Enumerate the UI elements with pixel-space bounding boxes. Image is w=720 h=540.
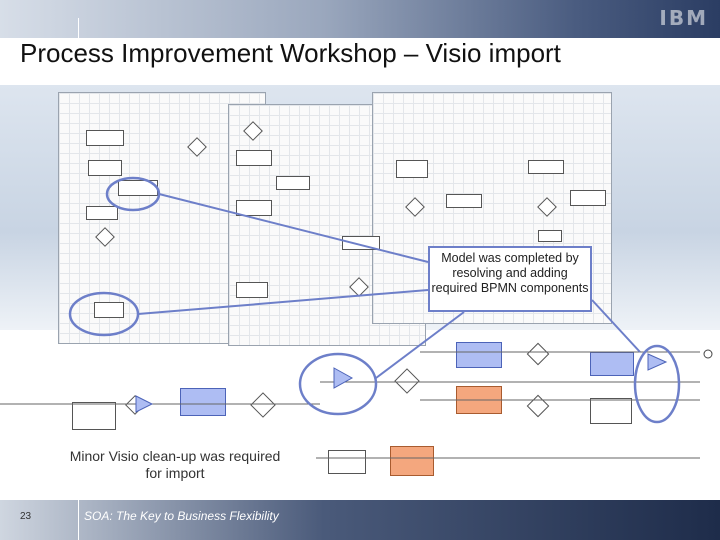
bpmn-event — [333, 367, 354, 389]
annotation-connector — [158, 193, 429, 263]
flow-box — [446, 194, 482, 208]
flow-box — [570, 190, 606, 206]
flow-box — [236, 200, 272, 216]
annotation-connector — [591, 299, 641, 353]
flow-box — [528, 160, 564, 174]
cleanup-note: Minor Visio clean-up was required for im… — [69, 448, 281, 481]
footer-text: SOA: The Key to Business Flexibility — [84, 509, 279, 523]
bpmn-task-orange — [390, 446, 434, 476]
callout-box: Model was completed by resolving and add… — [428, 246, 592, 312]
bpmn-task-blue — [180, 388, 226, 416]
bpmn-task-blue — [590, 352, 634, 376]
flow-box — [94, 302, 124, 318]
bpmn-task-blue — [456, 342, 502, 368]
flow-box — [538, 230, 562, 242]
ibm-logo: IBM — [659, 6, 708, 30]
bpmn-task — [72, 402, 116, 430]
bpmn-event — [647, 353, 668, 371]
flow-box — [276, 176, 310, 190]
flow-box — [236, 282, 268, 298]
flow-box — [86, 206, 118, 220]
annotation-connector — [375, 311, 465, 379]
annotation-connector — [137, 289, 429, 315]
page-number: 23 — [20, 511, 32, 522]
flow-box — [236, 150, 272, 166]
annotation-ellipse — [105, 176, 161, 212]
flow-box — [396, 160, 428, 178]
bpmn-end-event — [703, 349, 713, 359]
flow-box — [88, 160, 122, 176]
header-divider — [78, 18, 79, 40]
slide-title: Process Improvement Workshop – Visio imp… — [20, 38, 561, 68]
annotation-ellipse — [633, 344, 681, 424]
annotation-ellipse — [68, 291, 140, 337]
bpmn-event — [135, 395, 154, 413]
header-bar — [0, 0, 720, 38]
annotation-ellipse — [298, 352, 378, 416]
footer-bar — [0, 500, 720, 540]
bpmn-task — [328, 450, 366, 474]
flow-box — [86, 130, 124, 146]
bpmn-task — [590, 398, 632, 424]
footer-divider — [78, 500, 79, 540]
